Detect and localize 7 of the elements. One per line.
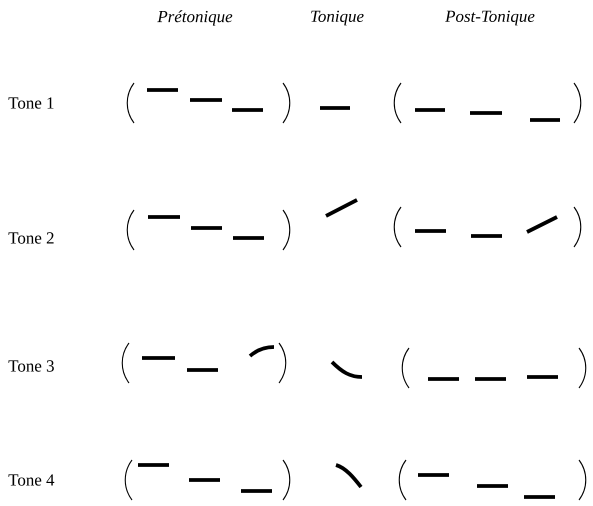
row-label: Tone 3 — [8, 360, 54, 372]
column-heading: Tonique — [311, 10, 364, 26]
row-label: Tone 4 — [8, 474, 54, 486]
row-label: Tone 2 — [8, 232, 54, 244]
column-heading: Prétonique — [157, 10, 232, 26]
column-heading: Post-Tonique — [445, 10, 534, 26]
row-label: Tone 1 — [8, 97, 54, 109]
